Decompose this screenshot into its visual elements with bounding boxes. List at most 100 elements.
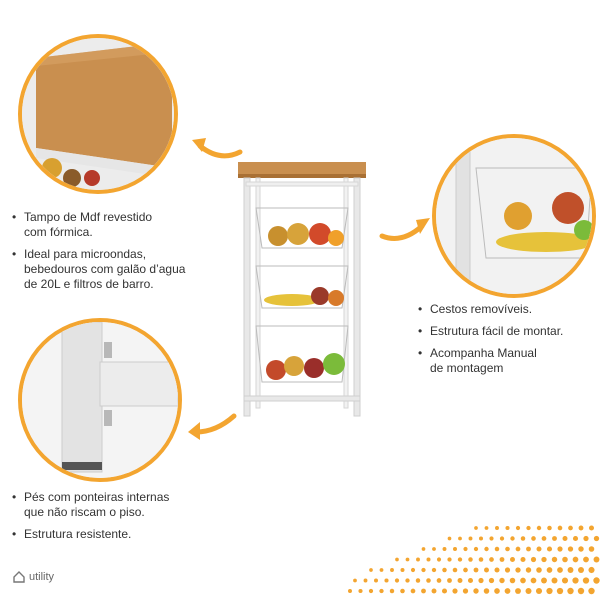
pattern-dot — [473, 567, 479, 573]
pattern-dot — [541, 556, 547, 563]
pattern-dot — [578, 546, 584, 552]
pattern-dot — [458, 536, 462, 541]
pattern-dot — [368, 588, 374, 594]
pattern-dot — [588, 525, 595, 531]
pattern-dot — [441, 588, 448, 594]
pattern-dot — [583, 535, 589, 542]
pattern-dot — [478, 536, 484, 541]
pattern-dot — [557, 525, 563, 531]
dot-pattern — [348, 525, 600, 595]
pattern-dot — [515, 588, 521, 594]
pattern-dot — [552, 536, 557, 541]
pattern-dot — [505, 525, 510, 531]
pattern-dot — [515, 567, 521, 573]
pattern-dot — [562, 556, 568, 563]
pattern-dot — [400, 588, 405, 594]
pattern-dot — [447, 578, 452, 583]
zoom-circle-wooden-top — [18, 34, 178, 194]
pattern-dot — [510, 536, 515, 541]
pattern-dot — [484, 526, 489, 530]
pattern-dot — [478, 557, 484, 562]
features-right: Cestos removíveis. Estrutura fácil de mo… — [418, 302, 598, 383]
pattern-dot — [582, 577, 590, 584]
pattern-dot — [457, 557, 463, 562]
pattern-dot — [510, 557, 515, 562]
pattern-dot — [395, 557, 399, 562]
pattern-dot — [577, 566, 585, 574]
feature-item: Pés com ponteiras internas que não risca… — [12, 490, 232, 520]
feet-closeup-illustration — [22, 322, 178, 478]
pattern-dot — [515, 546, 521, 552]
pattern-dot — [588, 587, 595, 595]
pattern-dot — [531, 536, 536, 541]
pattern-dot — [467, 577, 474, 584]
pattern-dot — [541, 536, 547, 541]
pattern-dot — [567, 546, 574, 552]
curved-arrow-icon — [379, 218, 430, 241]
pattern-dot — [436, 557, 442, 562]
pattern-dot — [421, 547, 426, 551]
pattern-dot — [353, 578, 357, 583]
pattern-dot — [572, 577, 579, 584]
pattern-dot — [572, 556, 579, 563]
pattern-dot — [431, 588, 437, 594]
pattern-dot — [520, 536, 526, 541]
pattern-dot — [431, 567, 437, 573]
pattern-dot — [478, 577, 484, 584]
pattern-dot — [593, 577, 600, 584]
pattern-dot — [547, 525, 552, 531]
pattern-dot — [468, 536, 473, 541]
pattern-dot — [410, 567, 416, 573]
zoom-circle-feet — [18, 318, 182, 482]
pattern-dot — [536, 525, 542, 531]
pattern-dot — [394, 578, 400, 583]
pattern-dot — [416, 557, 420, 562]
zoom-circle-baskets — [432, 134, 596, 298]
pattern-dot — [504, 567, 511, 573]
pattern-dot — [536, 567, 542, 573]
pattern-dot — [535, 587, 543, 595]
pattern-dot — [483, 588, 490, 594]
pattern-dot — [457, 578, 463, 583]
features-bottom-left: Pés com ponteiras internas que não risca… — [12, 490, 232, 549]
pattern-dot — [525, 588, 532, 594]
pattern-dot — [494, 588, 500, 594]
pattern-dot — [447, 536, 452, 541]
pattern-dot — [374, 578, 378, 583]
pattern-dot — [484, 567, 489, 573]
pattern-dot — [525, 567, 532, 573]
pattern-dot — [556, 587, 564, 595]
pattern-dot — [421, 567, 426, 573]
pattern-dot — [462, 588, 469, 594]
brand-name: utility — [29, 571, 55, 583]
pattern-dot — [557, 567, 563, 573]
feature-item: Estrutura resistente. — [12, 527, 232, 542]
pattern-dot — [379, 588, 384, 594]
pattern-dot — [389, 588, 395, 594]
pattern-dot — [546, 587, 553, 595]
pattern-dot — [578, 525, 584, 531]
pattern-dot — [583, 556, 589, 563]
feature-item: Estrutura fácil de montar. — [418, 324, 598, 339]
pattern-dot — [568, 525, 573, 531]
pattern-dot — [468, 557, 473, 562]
pattern-dot — [379, 568, 384, 572]
basket-closeup-illustration — [436, 138, 592, 294]
pattern-dot — [520, 556, 526, 563]
pattern-dot — [400, 567, 405, 573]
pattern-dot — [588, 566, 595, 574]
pattern-dot — [452, 588, 458, 594]
pattern-dot — [463, 546, 468, 552]
pattern-dot — [520, 577, 526, 584]
pattern-dot — [363, 578, 368, 583]
pattern-dot — [593, 556, 600, 563]
pattern-dot — [536, 546, 542, 552]
pattern-dot — [572, 535, 579, 542]
pattern-dot — [541, 577, 547, 584]
pattern-dot — [567, 587, 574, 595]
pattern-dot — [390, 568, 394, 572]
pattern-dot — [415, 578, 421, 583]
pattern-dot — [489, 536, 494, 541]
curved-arrow-icon — [192, 138, 243, 159]
curved-arrow-icon — [188, 413, 237, 440]
